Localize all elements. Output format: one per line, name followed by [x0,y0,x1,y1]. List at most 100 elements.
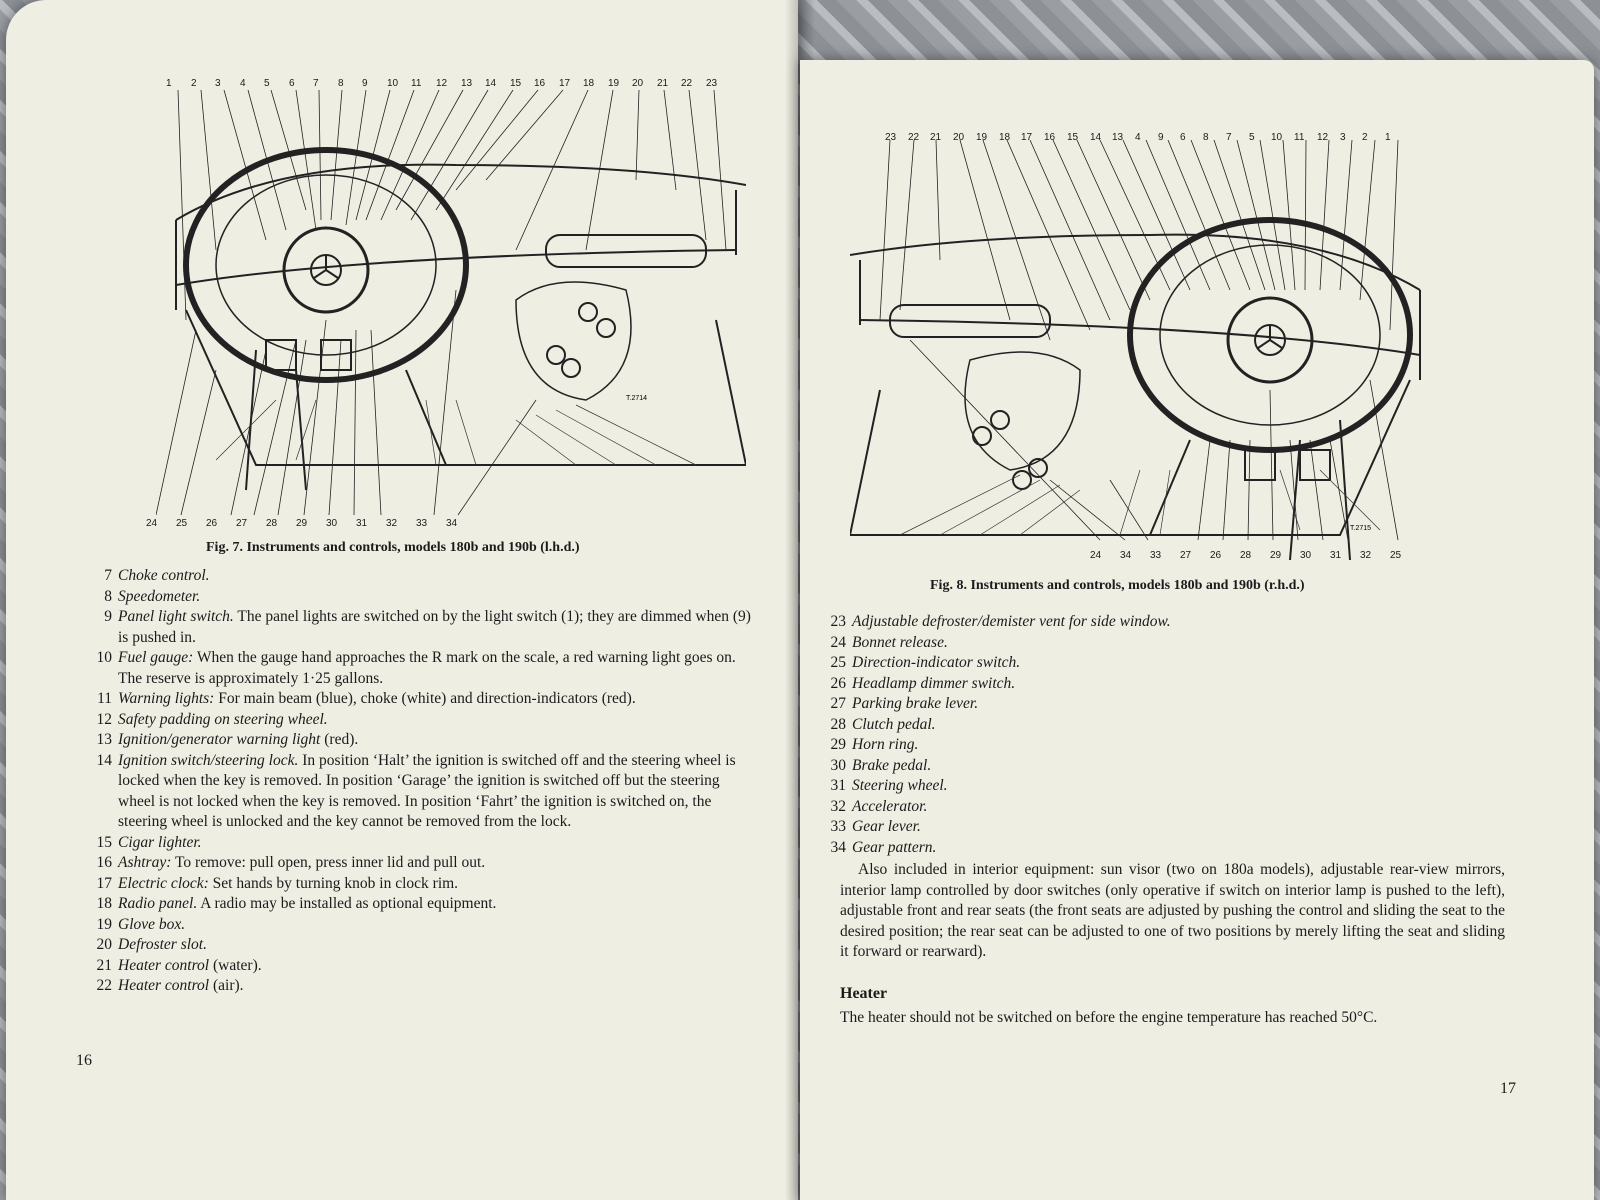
item-term: Headlamp dimmer switch. [852,674,1016,692]
figure-callout-number: 19 [976,132,988,143]
figure-callout-number: 10 [387,78,399,89]
figure-callout-number: 2 [191,78,197,89]
figure-callout-number: 26 [206,518,218,529]
item-number: 10 [96,649,113,666]
figure-callout-number: 11 [411,78,422,89]
item-number: 19 [96,915,113,933]
item-number: 26 [830,674,847,692]
item-description: Electric clock: Set hands by turning kno… [118,874,751,895]
item-text: To remove: pull open, press inner lid an… [171,854,486,871]
item-term: Accelerator. [852,797,928,815]
figure-callout-number: 29 [296,518,308,529]
item-number: 25 [830,654,847,671]
item-number: 20 [96,936,113,953]
figure-callout-number: 6 [289,78,295,89]
figure-callout-number: 10 [1271,132,1283,143]
item-term: Panel light switch. [118,608,234,625]
item-description: Accelerator. [852,797,1500,818]
figure-callout-number: 16 [534,78,546,89]
figure-callout-number: 29 [1270,550,1282,561]
item-text: (air). [209,977,244,994]
item-text: For main beam (blue), choke (white) and … [214,690,636,707]
figure-code: T.2715 [1350,525,1371,532]
item-description: Ignition/generator warning light (red). [118,730,751,751]
figure-callout-number: 21 [930,132,942,143]
figure-callout-number: 32 [1360,550,1372,561]
figure-callout-number: 26 [1210,550,1222,561]
item-description: Horn ring. [852,735,1500,756]
item-number: 11 [97,690,112,707]
item-text: In position ‘Halt’ the ignition is switc… [118,751,736,831]
list-item: 20 Defroster slot. [86,935,751,956]
item-description: Ignition switch/steering lock. In positi… [118,751,751,833]
figure-callout-number: 3 [215,78,221,89]
item-number: 27 [830,695,847,712]
figure-callout-number: 12 [436,78,448,89]
item-description: Gear lever. [852,817,1500,838]
dashboard-illustration-rhd: T.2715 [850,140,1421,561]
item-text: (water). [209,956,262,974]
item-term: Parking brake lever. [852,695,979,712]
figure-callout-number: 20 [632,78,644,89]
figure-7-caption: Fig. 7. Instruments and controls, models… [206,540,580,555]
dashboard-illustration-lhd: T.2714 [156,89,746,516]
item-term: Choke control. [118,567,210,584]
item-term: Defroster slot. [118,936,207,953]
item-number: 8 [104,587,112,605]
item-number: 16 [96,854,113,871]
figure-callout-number: 27 [236,518,248,529]
figure-callout-number: 21 [657,78,669,89]
item-description: Defroster slot. [118,935,751,956]
figure-callout-number: 8 [1203,132,1209,143]
item-term: Speedometer. [118,587,201,605]
item-description: Parking brake lever. [852,694,1500,715]
figure-callout-number: 7 [1226,132,1232,143]
item-description: Ashtray: To remove: pull open, press inn… [118,853,751,874]
item-term: Fuel gauge: [118,649,194,666]
item-number: 13 [96,731,113,748]
item-description: Speedometer. [118,587,751,608]
item-term: Ignition/generator warning light [118,731,321,748]
figure-callout-number: 18 [583,78,595,89]
item-description: Fuel gauge: When the gauge hand approach… [118,648,751,689]
item-text: Set hands by turning knob in clock rim. [208,874,459,892]
item-term: Adjustable defroster/demister vent for s… [852,613,1171,630]
item-term: Ignition switch/steering lock. [118,751,299,769]
item-term: Horn ring. [852,736,919,753]
figure-callout-number: 31 [1330,550,1342,561]
figure-callout-number: 17 [559,78,571,89]
item-term: Glove box. [118,915,186,933]
figure-callout-number: 13 [461,78,473,89]
item-description: Warning lights: For main beam (blue), ch… [118,689,751,710]
figure-callout-number: 16 [1044,132,1056,143]
figure-callout-number: 28 [266,518,278,529]
figure-callout-number: 19 [608,78,620,89]
figure-callout-number: 12 [1317,132,1329,143]
item-term: Warning lights: [118,690,215,707]
figure-callout-number: 1 [166,78,172,89]
figure-callout-number: 32 [386,518,398,529]
figure-8-dashboard-rhd: T.2715 [850,140,1440,610]
figure-code: T.2714 [626,395,647,402]
item-term: Gear pattern. [852,838,937,856]
figure-callout-number: 22 [681,78,693,89]
figure-callout-number: 31 [356,518,368,529]
heater-paragraph: The heater should not be switched on bef… [840,1009,1378,1026]
figure-callout-number: 34 [446,518,458,529]
figure-callout-number: 33 [1150,550,1162,561]
